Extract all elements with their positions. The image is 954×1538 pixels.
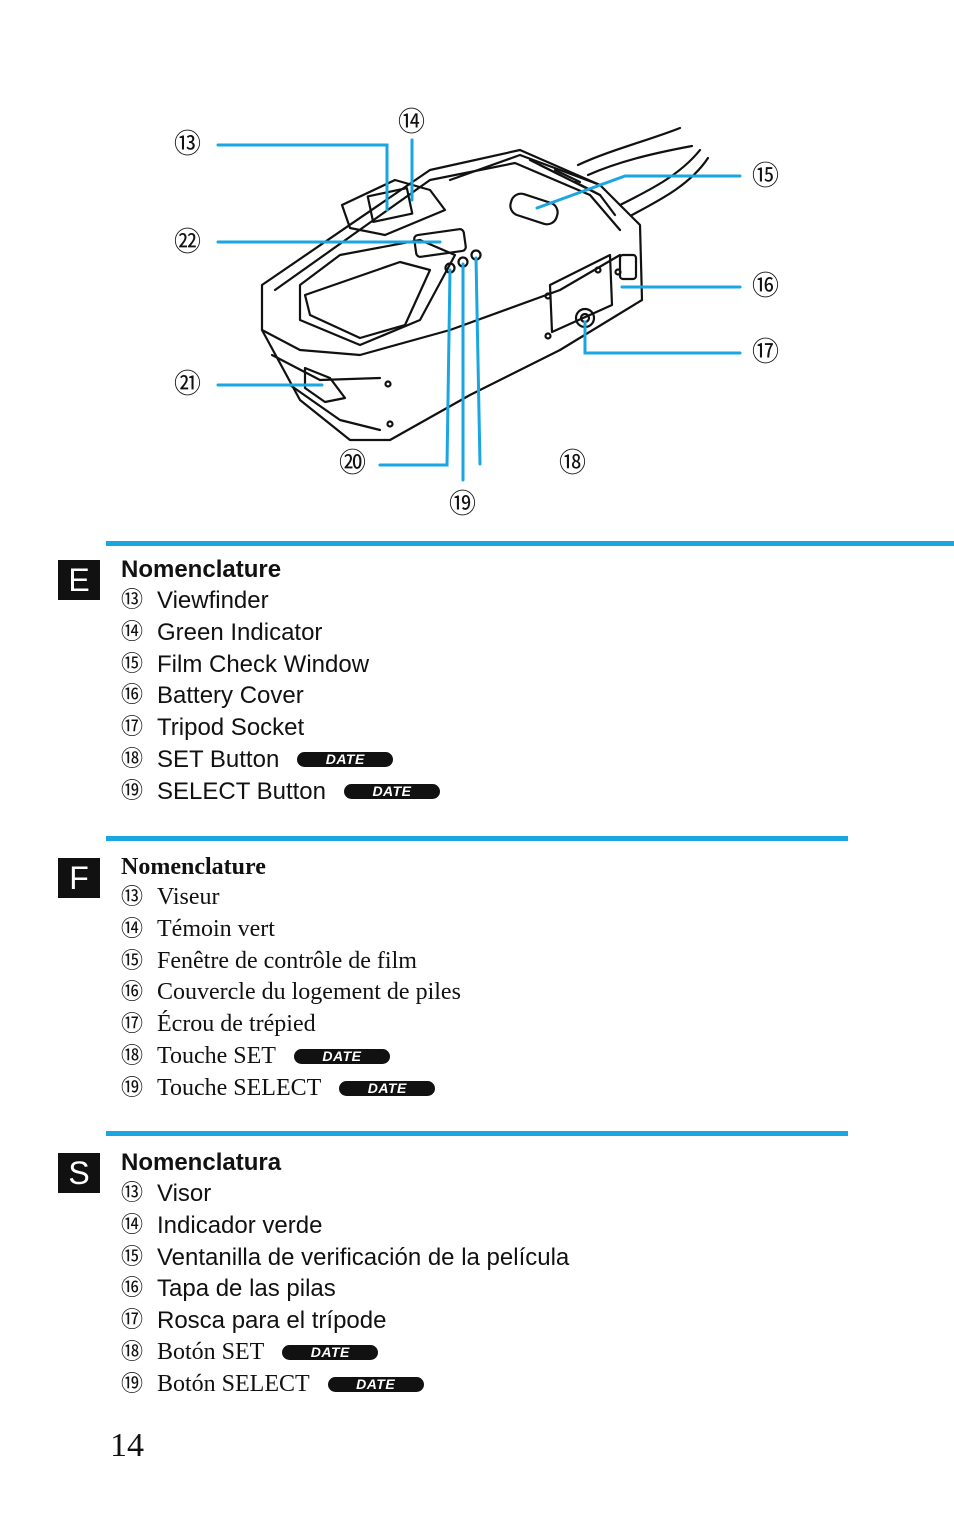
list-item: ⑰ Tripod Socket <box>121 712 440 744</box>
language-tab-french: F <box>58 858 100 898</box>
item-number: ⑮ <box>121 651 144 677</box>
callout-14: ⑭ <box>398 107 425 138</box>
item-label: Ventanilla de verificación de la películ… <box>157 1243 570 1271</box>
date-badge: DATE <box>282 1345 379 1361</box>
camera-illustration <box>216 126 742 482</box>
list-item: ⑮ Fenêtre de contrôle de film <box>121 946 461 978</box>
item-label: Green Indicator <box>157 618 323 646</box>
item-number: ⑮ <box>121 948 144 974</box>
item-label: Touche SET <box>157 1042 276 1069</box>
list-item: ⑭ Indicador verde <box>121 1210 569 1242</box>
item-label: Film Check Window <box>157 650 370 678</box>
list-item: ⑯ Tapa de las pilas <box>121 1273 569 1305</box>
callout-20: ⑳ <box>339 448 366 479</box>
language-tab-english: E <box>58 560 100 600</box>
item-number: ⑰ <box>121 1308 144 1334</box>
section-divider-spanish <box>106 1131 848 1136</box>
list-item: ⑱ Botón SET DATE <box>121 1337 569 1369</box>
item-label: Rosca para el trípode <box>157 1307 387 1335</box>
callout-21: ㉑ <box>174 369 201 400</box>
date-badge: DATE <box>339 1081 436 1097</box>
section-english: Nomenclature ⑬ Viewfinder ⑭ Green Indicato… <box>121 555 440 808</box>
item-label: Visor <box>157 1180 212 1207</box>
list-item: ⑰ Rosca para el trípode <box>121 1305 569 1337</box>
date-badge: DATE <box>293 1049 390 1065</box>
section-spanish: Nomenclatura ⑬ Visor ⑭ Indicador verde ⑮ Ve… <box>121 1148 569 1401</box>
list-item: ⑬ Viewfinder <box>121 585 440 617</box>
section-heading: Nomenclatura <box>121 1149 282 1176</box>
callout-15: ⑮ <box>752 161 779 192</box>
list-item: ⑱ SET Button DATE <box>121 744 440 776</box>
section-heading: Nomenclature <box>121 556 282 583</box>
item-number: ⑯ <box>121 683 144 709</box>
item-number: ⑭ <box>121 619 144 645</box>
item-label: Tapa de las pilas <box>157 1275 336 1303</box>
item-number: ⑬ <box>121 588 144 613</box>
date-badge: DATE <box>297 752 394 768</box>
callout-13: ⑬ <box>174 129 201 160</box>
list-item: ⑲ Touche SELECT DATE <box>121 1073 461 1105</box>
item-label: Viewfinder <box>157 587 269 614</box>
item-number: ⑯ <box>121 980 144 1006</box>
callout-18: ⑱ <box>559 448 586 479</box>
list-item: ⑲ Botón SELECT DATE <box>121 1369 569 1401</box>
list-item: ⑬ Visor <box>121 1178 569 1210</box>
item-number: ⑭ <box>121 916 144 942</box>
item-label: Écrou de trépied <box>157 1011 316 1038</box>
section-divider-french <box>106 836 848 841</box>
list-item: ⑰ Écrou de trépied <box>121 1009 461 1041</box>
list-item: ⑮ Ventanilla de verificación de la pelícu… <box>121 1242 569 1274</box>
item-label: Battery Cover <box>157 682 304 710</box>
item-number: ⑱ <box>121 746 144 772</box>
list-item: ⑯ Battery Cover <box>121 680 440 712</box>
item-number: ⑱ <box>121 1043 144 1069</box>
item-label: Touche SELECT <box>157 1074 322 1101</box>
item-label: Tripod Socket <box>157 714 305 742</box>
list-item: ⑭ Green Indicator <box>121 617 440 649</box>
item-number: ⑲ <box>121 778 144 804</box>
callout-17: ⑰ <box>752 337 779 368</box>
item-label: SET Button <box>157 745 280 773</box>
item-number: ⑰ <box>121 715 144 741</box>
callout-19: ⑲ <box>449 489 476 520</box>
item-label: Fenêtre de contrôle de film <box>157 947 417 974</box>
list-item: ⑬ Viseur <box>121 882 461 914</box>
item-number: ⑲ <box>121 1075 144 1101</box>
date-badge: DATE <box>343 784 440 800</box>
list-item: ⑲ SELECT Button DATE <box>121 776 440 808</box>
list-item: ⑯ Couvercle du logement de piles <box>121 977 461 1009</box>
item-label: SELECT Button <box>157 777 326 805</box>
item-number: ⑬ <box>121 885 144 910</box>
callout-16: ⑯ <box>752 271 779 302</box>
item-number: ⑯ <box>121 1276 144 1302</box>
list-item: ⑱ Touche SET DATE <box>121 1041 461 1073</box>
item-label: Viseur <box>157 884 220 910</box>
section-heading: Nomenclature <box>121 854 266 880</box>
item-label: Couvercle du logement de piles <box>157 979 461 1006</box>
section-divider-english <box>106 541 954 546</box>
camera-diagram: ⑬ ⑭ ⑮ ⑯ ⑰ ⑱ ⑲ ⑳ ㉑ ㉒ <box>0 0 954 540</box>
item-label: Témoin vert <box>157 915 275 942</box>
item-number: ⑱ <box>121 1339 144 1365</box>
item-label: Botón SELECT <box>157 1370 310 1397</box>
date-badge: DATE <box>327 1377 424 1393</box>
item-label: Botón SET <box>157 1338 265 1365</box>
item-number: ⑬ <box>121 1181 144 1206</box>
item-number: ⑭ <box>121 1212 144 1238</box>
section-french: Nomenclature ⑬ Viseur ⑭ Témoin vert ⑮ Fenêt… <box>121 852 461 1105</box>
list-item: ⑭ Témoin vert <box>121 914 461 946</box>
item-number: ⑰ <box>121 1012 144 1038</box>
item-number: ⑮ <box>121 1244 144 1270</box>
language-tab-spanish: S <box>58 1153 100 1193</box>
item-number: ⑲ <box>121 1371 144 1397</box>
item-label: Indicador verde <box>157 1211 323 1239</box>
list-item: ⑮ Film Check Window <box>121 649 440 681</box>
callout-22: ㉒ <box>174 227 201 258</box>
page-number: 14 <box>110 1427 144 1464</box>
